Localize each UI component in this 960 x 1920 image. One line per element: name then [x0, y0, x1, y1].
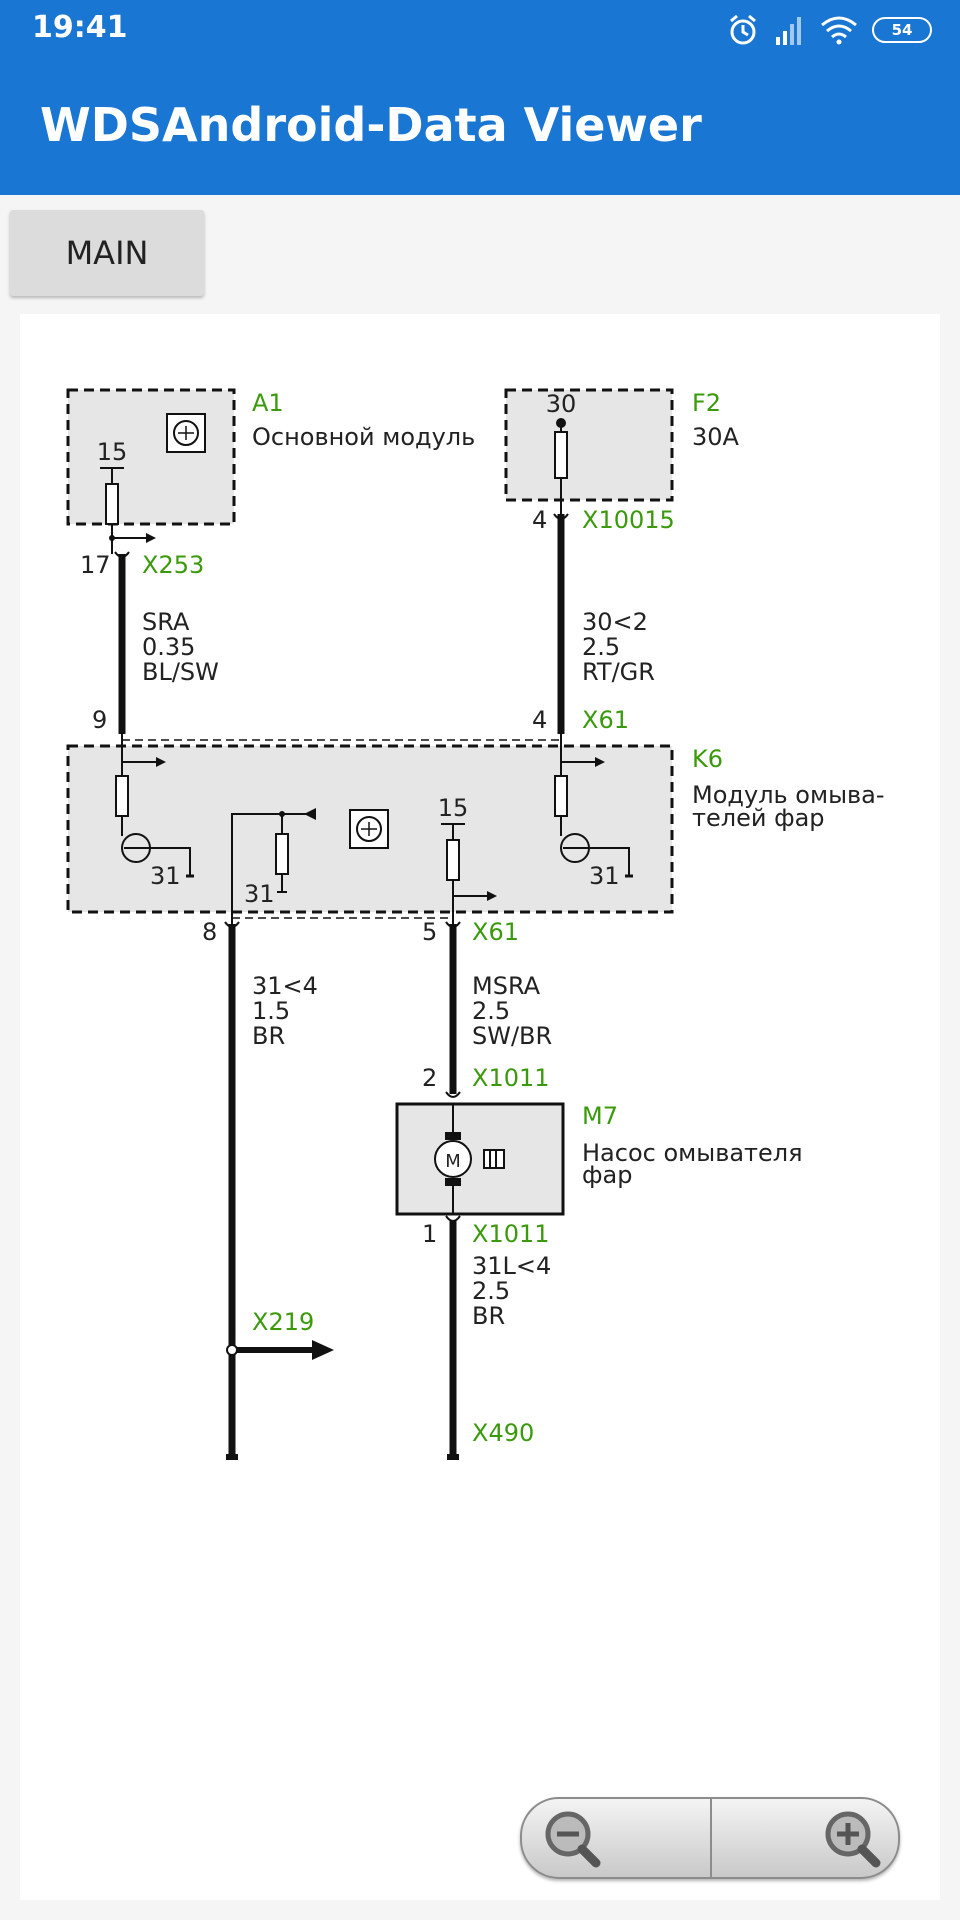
a1-pin17-label: 17	[80, 551, 111, 579]
zoom-in-icon	[825, 1811, 881, 1868]
wire-31l-gauge: 2.5	[472, 1277, 510, 1305]
wire-msra-color: SW/BR	[472, 1022, 552, 1050]
k6-name-line2: телей фар	[692, 804, 825, 832]
a1-id: A1	[252, 389, 284, 417]
wire-msra-gauge: 2.5	[472, 997, 510, 1025]
transistor-symbol-icon	[166, 413, 206, 453]
k6-pin5-label: 5	[422, 918, 437, 946]
k6-ground-left: 31	[150, 862, 181, 890]
x219-label: X219	[252, 1308, 314, 1336]
wire-sra-color: BL/SW	[142, 658, 219, 686]
k6-connector-top: X61	[582, 706, 629, 734]
m7-pin2-label: 2	[422, 1064, 437, 1092]
wire-31l-color: BR	[472, 1302, 505, 1330]
k6-ground-mid: 31	[244, 880, 275, 908]
status-time: 19:41	[32, 10, 128, 45]
motor-icon	[434, 1140, 472, 1178]
k6-pin15-label: 15	[438, 794, 469, 822]
main-button[interactable]: MAIN	[10, 210, 204, 296]
a1-name: Основной модуль	[252, 423, 475, 451]
fuse-f2-box[interactable]	[504, 388, 674, 502]
signal-icon	[776, 17, 801, 45]
wire-sra-code: SRA	[142, 608, 190, 636]
m7-connector-top: X1011	[472, 1064, 550, 1092]
f2-pin30-label: 30	[546, 390, 577, 418]
f2-id: F2	[692, 389, 721, 417]
m7-name-line2: фар	[582, 1161, 632, 1189]
m7-connector-bottom: X1011	[472, 1220, 550, 1248]
wire-31-color: BR	[252, 1022, 285, 1050]
pump-m7-box[interactable]	[395, 1102, 565, 1216]
k6-connector-bottom: X61	[472, 918, 519, 946]
k6-id: K6	[692, 745, 723, 773]
k6-pin4-label: 4	[532, 706, 547, 734]
m7-pin1-label: 1	[422, 1220, 437, 1248]
a1-connector: X253	[142, 551, 204, 579]
wiring-diagram[interactable]: 15 A1 Основной модуль 17 X253 30 F2 30A …	[20, 314, 940, 1900]
wire-sra-gauge: 0.35	[142, 633, 195, 661]
status-icons: 54	[726, 12, 932, 48]
f2-rating: 30A	[692, 423, 740, 451]
k6-ground-right: 31	[589, 862, 620, 890]
a1-pin15-label: 15	[97, 438, 128, 466]
zoom-out-icon	[545, 1811, 601, 1868]
app-title: WDSAndroid-Data Viewer	[40, 98, 702, 152]
f2-connector: X10015	[582, 506, 675, 534]
m7-id: M7	[582, 1102, 618, 1130]
wifi-icon	[821, 16, 857, 45]
x490-label: X490	[472, 1419, 534, 1447]
wire-30-code: 30<2	[582, 608, 648, 636]
module-a1-box[interactable]	[66, 388, 236, 526]
wire-30-color: RT/GR	[582, 658, 655, 686]
k6-name-line1: Модуль омыва-	[692, 781, 885, 809]
wire-31l-code: 31L<4	[472, 1252, 551, 1280]
app-bar: WDSAndroid-Data Viewer	[0, 62, 960, 195]
transistor-symbol-icon	[349, 809, 389, 849]
pump-symbol-icon	[483, 1149, 505, 1169]
wire-msra-code: MSRA	[472, 972, 541, 1000]
status-bar: 19:41 54	[0, 0, 960, 62]
zoom-controls	[520, 1797, 900, 1879]
m7-name-line1: Насос омывателя	[582, 1139, 803, 1167]
zoom-in-button[interactable]	[710, 1799, 898, 1877]
k6-pin9-label: 9	[92, 706, 107, 734]
alarm-icon	[730, 14, 756, 45]
wire-30-gauge: 2.5	[582, 633, 620, 661]
wire-31-gauge: 1.5	[252, 997, 290, 1025]
wire-31-code: 31<4	[252, 972, 318, 1000]
zoom-out-button[interactable]	[522, 1799, 712, 1877]
k6-pin8-label: 8	[202, 918, 217, 946]
battery-indicator: 54	[872, 17, 932, 43]
motor-letter: M	[445, 1151, 461, 1172]
f2-pin4-label: 4	[532, 506, 547, 534]
